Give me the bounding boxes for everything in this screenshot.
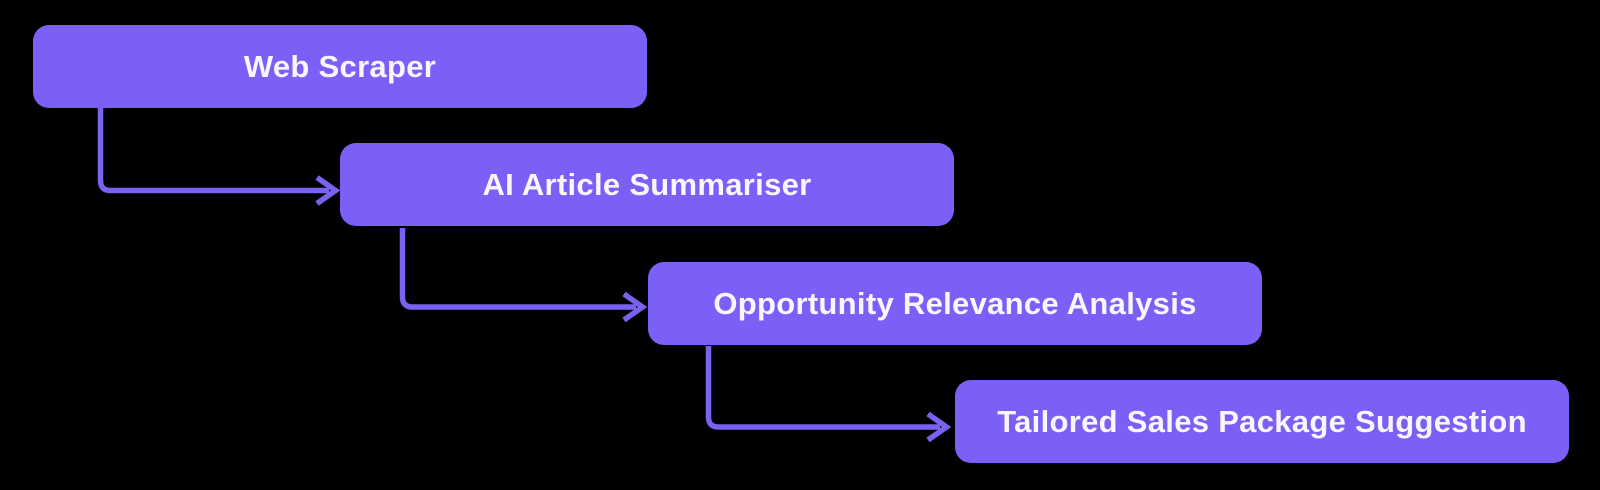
node-label: AI Article Summariser bbox=[482, 166, 812, 202]
node-label: Web Scraper bbox=[243, 48, 437, 84]
connector-elbow-line bbox=[399, 228, 636, 310]
node-opportunity-relevance-analysis: Opportunity Relevance Analysis bbox=[648, 262, 1262, 345]
node-tailored-sales-package-suggestion: Tailored Sales Package Suggestion bbox=[955, 380, 1569, 463]
connector-elbow-line bbox=[97, 108, 329, 194]
arrowhead-right-icon bbox=[926, 411, 952, 443]
node-web-scraper: Web Scraper bbox=[33, 25, 647, 108]
node-ai-article-summariser: AI Article Summariser bbox=[340, 143, 954, 226]
connector-opportunity-relevance-analysis-to-tailored-sales-package-suggestion bbox=[705, 346, 952, 443]
connector-elbow-line bbox=[705, 346, 940, 430]
node-label: Tailored Sales Package Suggestion bbox=[997, 403, 1527, 439]
arrowhead-right-icon bbox=[315, 175, 341, 206]
arrowhead-right-icon bbox=[622, 291, 648, 323]
connector-ai-article-summariser-to-opportunity-relevance-analysis bbox=[399, 228, 648, 323]
node-label: Opportunity Relevance Analysis bbox=[713, 285, 1197, 321]
connector-web-scraper-to-ai-article-summariser bbox=[97, 108, 341, 206]
